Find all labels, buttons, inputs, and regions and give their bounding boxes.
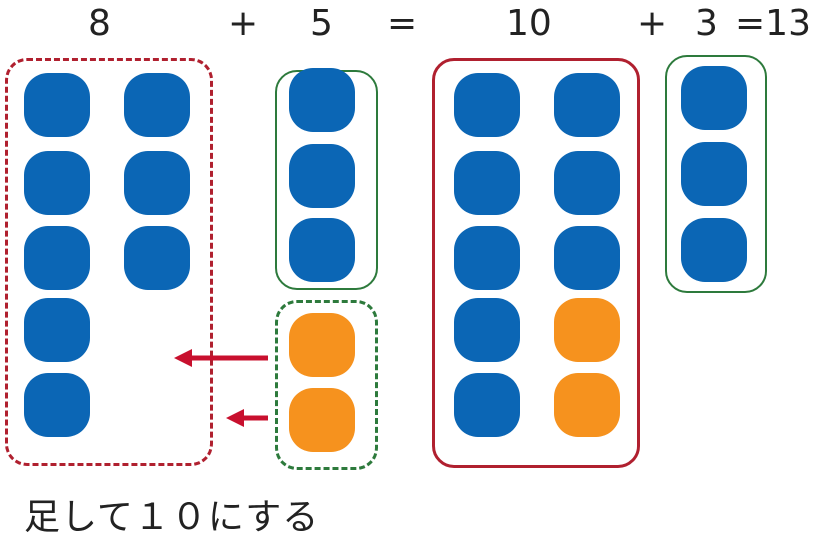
orange-counter (554, 298, 620, 362)
orange-counter (289, 388, 355, 452)
blue-counter (554, 226, 620, 290)
group-eight-dashed-box (5, 58, 213, 466)
blue-counter (554, 73, 620, 137)
blue-counter (681, 142, 747, 206)
group-ten-box (432, 58, 640, 468)
plus-sign: + (637, 3, 668, 44)
blue-counter (454, 373, 520, 437)
equals-sign: = (387, 3, 418, 44)
blue-counter (289, 68, 355, 132)
plus-sign: + (228, 3, 259, 44)
number-10: 10 (506, 3, 552, 44)
blue-counter (554, 151, 620, 215)
arrow-icon (174, 349, 268, 367)
orange-counter (554, 373, 620, 437)
blue-counter (24, 151, 90, 215)
blue-counter (124, 226, 190, 290)
result-13: =13 (735, 3, 811, 44)
blue-counter (681, 66, 747, 130)
blue-counter (24, 298, 90, 362)
orange-counter (289, 313, 355, 377)
blue-counter (454, 298, 520, 362)
caption: 足して１０にする (24, 497, 320, 538)
blue-counter (454, 151, 520, 215)
blue-counter (24, 373, 90, 437)
group-three-box (665, 55, 767, 293)
blue-counter (454, 226, 520, 290)
blue-counter (24, 73, 90, 137)
blue-counter (289, 218, 355, 282)
number-8: 8 (88, 3, 111, 44)
blue-counter (289, 144, 355, 208)
blue-counter (681, 218, 747, 282)
number-3: 3 (695, 3, 718, 44)
arrow-icon (226, 409, 268, 427)
group-moved-dashed-box (275, 300, 378, 470)
blue-counter (24, 226, 90, 290)
blue-counter (454, 73, 520, 137)
blue-counter (124, 151, 190, 215)
blue-counter (124, 73, 190, 137)
number-5: 5 (310, 3, 333, 44)
